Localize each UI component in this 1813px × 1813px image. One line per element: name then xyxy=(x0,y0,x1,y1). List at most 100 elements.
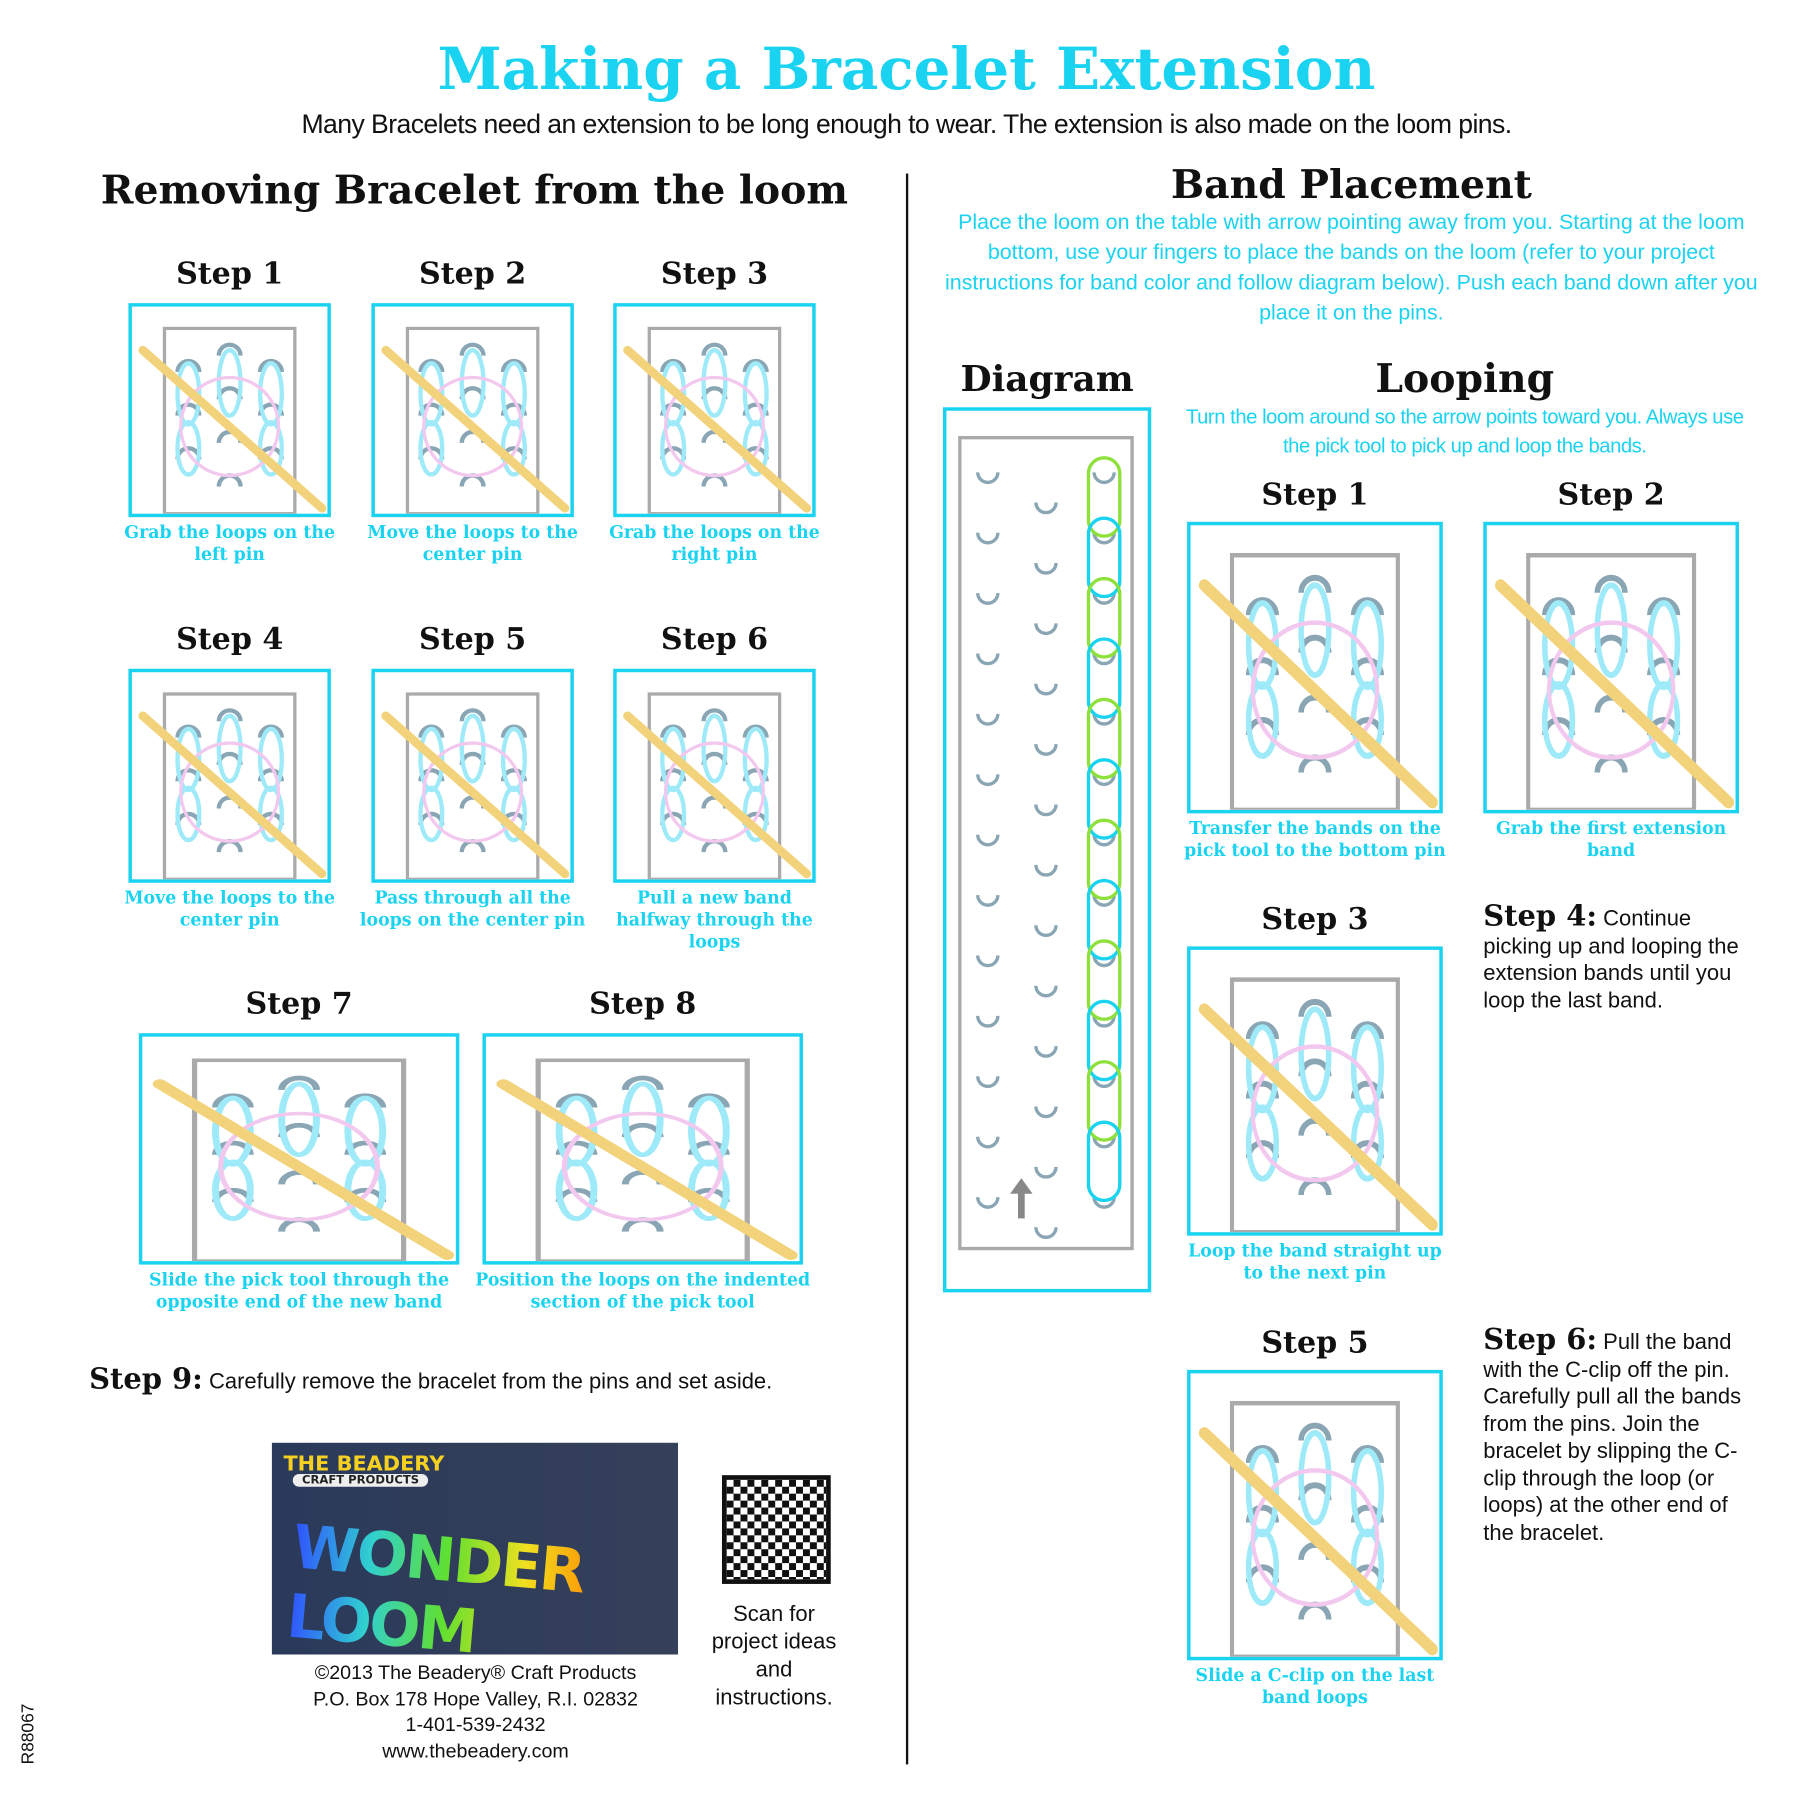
pin xyxy=(1092,1196,1116,1209)
loom-outline xyxy=(958,435,1134,1251)
removing-step-2-illustration xyxy=(371,303,574,518)
looping-step6-label: Step 6: xyxy=(1483,1322,1598,1357)
pin xyxy=(976,834,1000,847)
pin xyxy=(1034,1045,1058,1058)
pin xyxy=(1092,1015,1116,1028)
removing-step-1-illustration xyxy=(128,303,331,518)
removing-step-2-caption: Move the loops to the center pin xyxy=(367,521,578,565)
looping-step-1-caption: Transfer the bands on the pick tool to t… xyxy=(1184,817,1446,861)
looping-step-1-title: Step 1 xyxy=(1261,477,1369,513)
address: P.O. Box 178 Hope Valley, R.I. 02832 xyxy=(313,1687,638,1710)
pin xyxy=(1034,683,1058,696)
pin xyxy=(1034,1227,1058,1240)
looping-step-2-title: Step 2 xyxy=(1557,477,1665,513)
removing-step-6-caption: Pull a new band halfway through the loop… xyxy=(616,887,813,953)
pin xyxy=(976,774,1000,787)
pin xyxy=(976,592,1000,605)
page-title: Making a Bracelet Extension xyxy=(437,34,1376,103)
step9-label: Step 9: xyxy=(89,1361,203,1396)
pin xyxy=(1034,925,1058,938)
pin xyxy=(1034,985,1058,998)
removing-step-3-caption: Grab the loops on the right pin xyxy=(609,521,820,565)
copyright: ©2013 The Beadery® Craft Products xyxy=(314,1661,637,1684)
pin xyxy=(1092,653,1116,666)
pin xyxy=(976,713,1000,726)
removing-step-5-title: Step 5 xyxy=(419,622,527,658)
band xyxy=(1086,758,1122,840)
pin xyxy=(1092,774,1116,787)
removing-step-6-illustration xyxy=(613,668,816,883)
removing-step-4-title: Step 4 xyxy=(176,622,284,658)
pin xyxy=(1092,955,1116,968)
arrow-up-icon xyxy=(1010,1178,1033,1219)
page-subtitle: Many Bracelets need an extension to be l… xyxy=(301,108,1512,139)
looping-step-5-title: Step 5 xyxy=(1261,1325,1369,1361)
removing-step-4-caption: Move the loops to the center pin xyxy=(124,887,336,931)
pin xyxy=(976,653,1000,666)
looping-step6-body: Pull the band with the C-clip off the pi… xyxy=(1483,1330,1742,1546)
pin xyxy=(976,955,1000,968)
pin xyxy=(1034,562,1058,575)
band xyxy=(1086,576,1122,659)
looping-step6-text: Step 6: Pull the band with the C-clip of… xyxy=(1483,1325,1749,1547)
looping-heading: Looping xyxy=(1375,356,1555,403)
pin xyxy=(1092,532,1116,545)
pin xyxy=(1092,472,1116,485)
looping-step-1-illustration xyxy=(1187,521,1443,814)
pin xyxy=(1034,502,1058,515)
band xyxy=(1086,637,1122,719)
pin xyxy=(976,1015,1000,1028)
pin xyxy=(1034,804,1058,817)
band xyxy=(1086,516,1122,599)
pin xyxy=(976,894,1000,907)
band xyxy=(1086,456,1122,538)
pin xyxy=(1092,894,1116,907)
removing-step-2-title: Step 2 xyxy=(419,256,527,292)
pin xyxy=(1092,834,1116,847)
removing-step-7-title: Step 7 xyxy=(245,986,353,1022)
column-divider xyxy=(905,173,909,1765)
pin xyxy=(1034,1106,1058,1119)
looping-step-2-caption: Grab the first extension band xyxy=(1495,817,1727,861)
removing-step-4-illustration xyxy=(128,668,331,883)
company-info: ©2013 The Beadery® Craft Products P.O. B… xyxy=(244,1660,707,1764)
product-code: R88067 xyxy=(18,1703,39,1765)
band xyxy=(1086,939,1122,1021)
pin xyxy=(976,1136,1000,1149)
pin xyxy=(1034,864,1058,877)
looping-step-5-caption: Slide a C-clip on the last band loops xyxy=(1195,1664,1435,1708)
qr-code[interactable] xyxy=(721,1475,831,1584)
removing-step-3-title: Step 3 xyxy=(660,256,769,292)
removing-step-5-caption: Pass through all the loops on the center… xyxy=(359,887,586,931)
pin xyxy=(1034,1166,1058,1179)
removing-step-8-title: Step 8 xyxy=(589,986,697,1022)
removing-step-5-illustration xyxy=(371,668,574,883)
pin xyxy=(1092,713,1116,726)
looping-step-3-title: Step 3 xyxy=(1261,902,1369,938)
looping-step-2-illustration xyxy=(1483,521,1739,814)
qr-caption: Scan for project ideas and instructions. xyxy=(711,1602,837,1711)
removing-step-6-title: Step 6 xyxy=(660,622,769,658)
removing-step-1-caption: Grab the loops on the left pin xyxy=(124,521,336,565)
pin xyxy=(976,1076,1000,1089)
pin xyxy=(976,532,1000,545)
removing-step-7-caption: Slide the pick tool through the opposite… xyxy=(148,1269,450,1313)
diagram-heading: Diagram xyxy=(960,358,1134,401)
looping-step-5-illustration xyxy=(1187,1369,1443,1661)
pin xyxy=(976,1196,1000,1209)
band xyxy=(1086,999,1122,1082)
band xyxy=(1086,697,1122,780)
band-placement-text: Place the loom on the table with arrow p… xyxy=(945,209,1758,324)
website[interactable]: www.thebeadery.com xyxy=(382,1739,569,1762)
band xyxy=(1086,1060,1122,1142)
pin xyxy=(1092,592,1116,605)
looping-text: Turn the loom around so the arrow points… xyxy=(1185,404,1744,458)
step9-text: Step 9: Carefully remove the bracelet fr… xyxy=(89,1361,899,1396)
step9-body: Carefully remove the bracelet from the p… xyxy=(208,1369,773,1395)
pin xyxy=(1092,1076,1116,1089)
pin xyxy=(976,472,1000,485)
loom-diagram xyxy=(942,407,1152,1293)
wonder-loom-logo: THE BEADERY CRAFT PRODUCTS WONDER LOOM xyxy=(271,1442,679,1655)
pin xyxy=(1034,623,1058,636)
band xyxy=(1086,818,1122,901)
